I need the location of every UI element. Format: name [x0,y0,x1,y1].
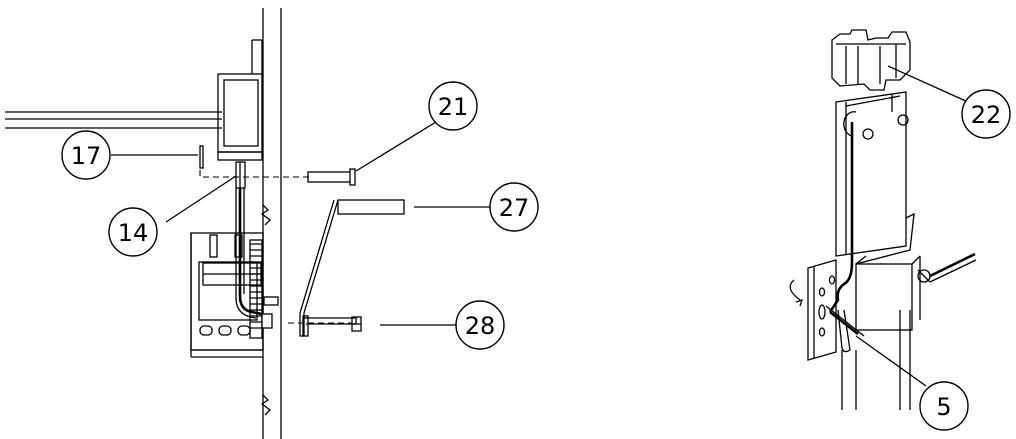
wall-post [260,8,282,439]
callout-28-label: 28 [465,312,496,340]
mounting-plate [789,259,865,361]
callout-22: 22 [961,89,1011,139]
top-block-22 [831,29,911,91]
callout-5-label: 5 [936,393,951,421]
callout-22-label: 22 [971,101,1002,129]
callout-21: 21 [428,81,478,131]
nut-28 [351,316,362,332]
small-pin-17 [199,145,204,169]
callout-27: 27 [489,182,539,232]
leader-21 [355,121,437,172]
callout-17-label: 17 [71,142,102,170]
side-cable [917,252,977,283]
callout-27-label: 27 [499,194,530,222]
beam-bracket [217,39,263,161]
callout-21-label: 21 [438,93,469,121]
right-view: 22 5 [789,29,1011,431]
pin-14 [235,161,246,189]
callout-28: 28 [455,300,505,350]
callout-14-label: 14 [118,219,149,247]
winch-gear [202,239,279,339]
alignment-line-upper [199,170,310,178]
leader-14 [165,175,237,223]
winch-cable [235,188,263,319]
left-view: 17 14 21 27 28 [5,8,539,439]
sleeve-collar [855,212,921,331]
leader-22 [887,65,969,103]
crank-handle-27 [299,199,405,337]
horizontal-beam [5,111,222,129]
pin-21 [307,168,356,186]
vertical-mast [835,91,911,410]
callout-17: 17 [61,130,111,180]
leader-5 [855,335,927,387]
callout-5: 5 [919,381,969,431]
callout-14: 14 [108,207,158,257]
